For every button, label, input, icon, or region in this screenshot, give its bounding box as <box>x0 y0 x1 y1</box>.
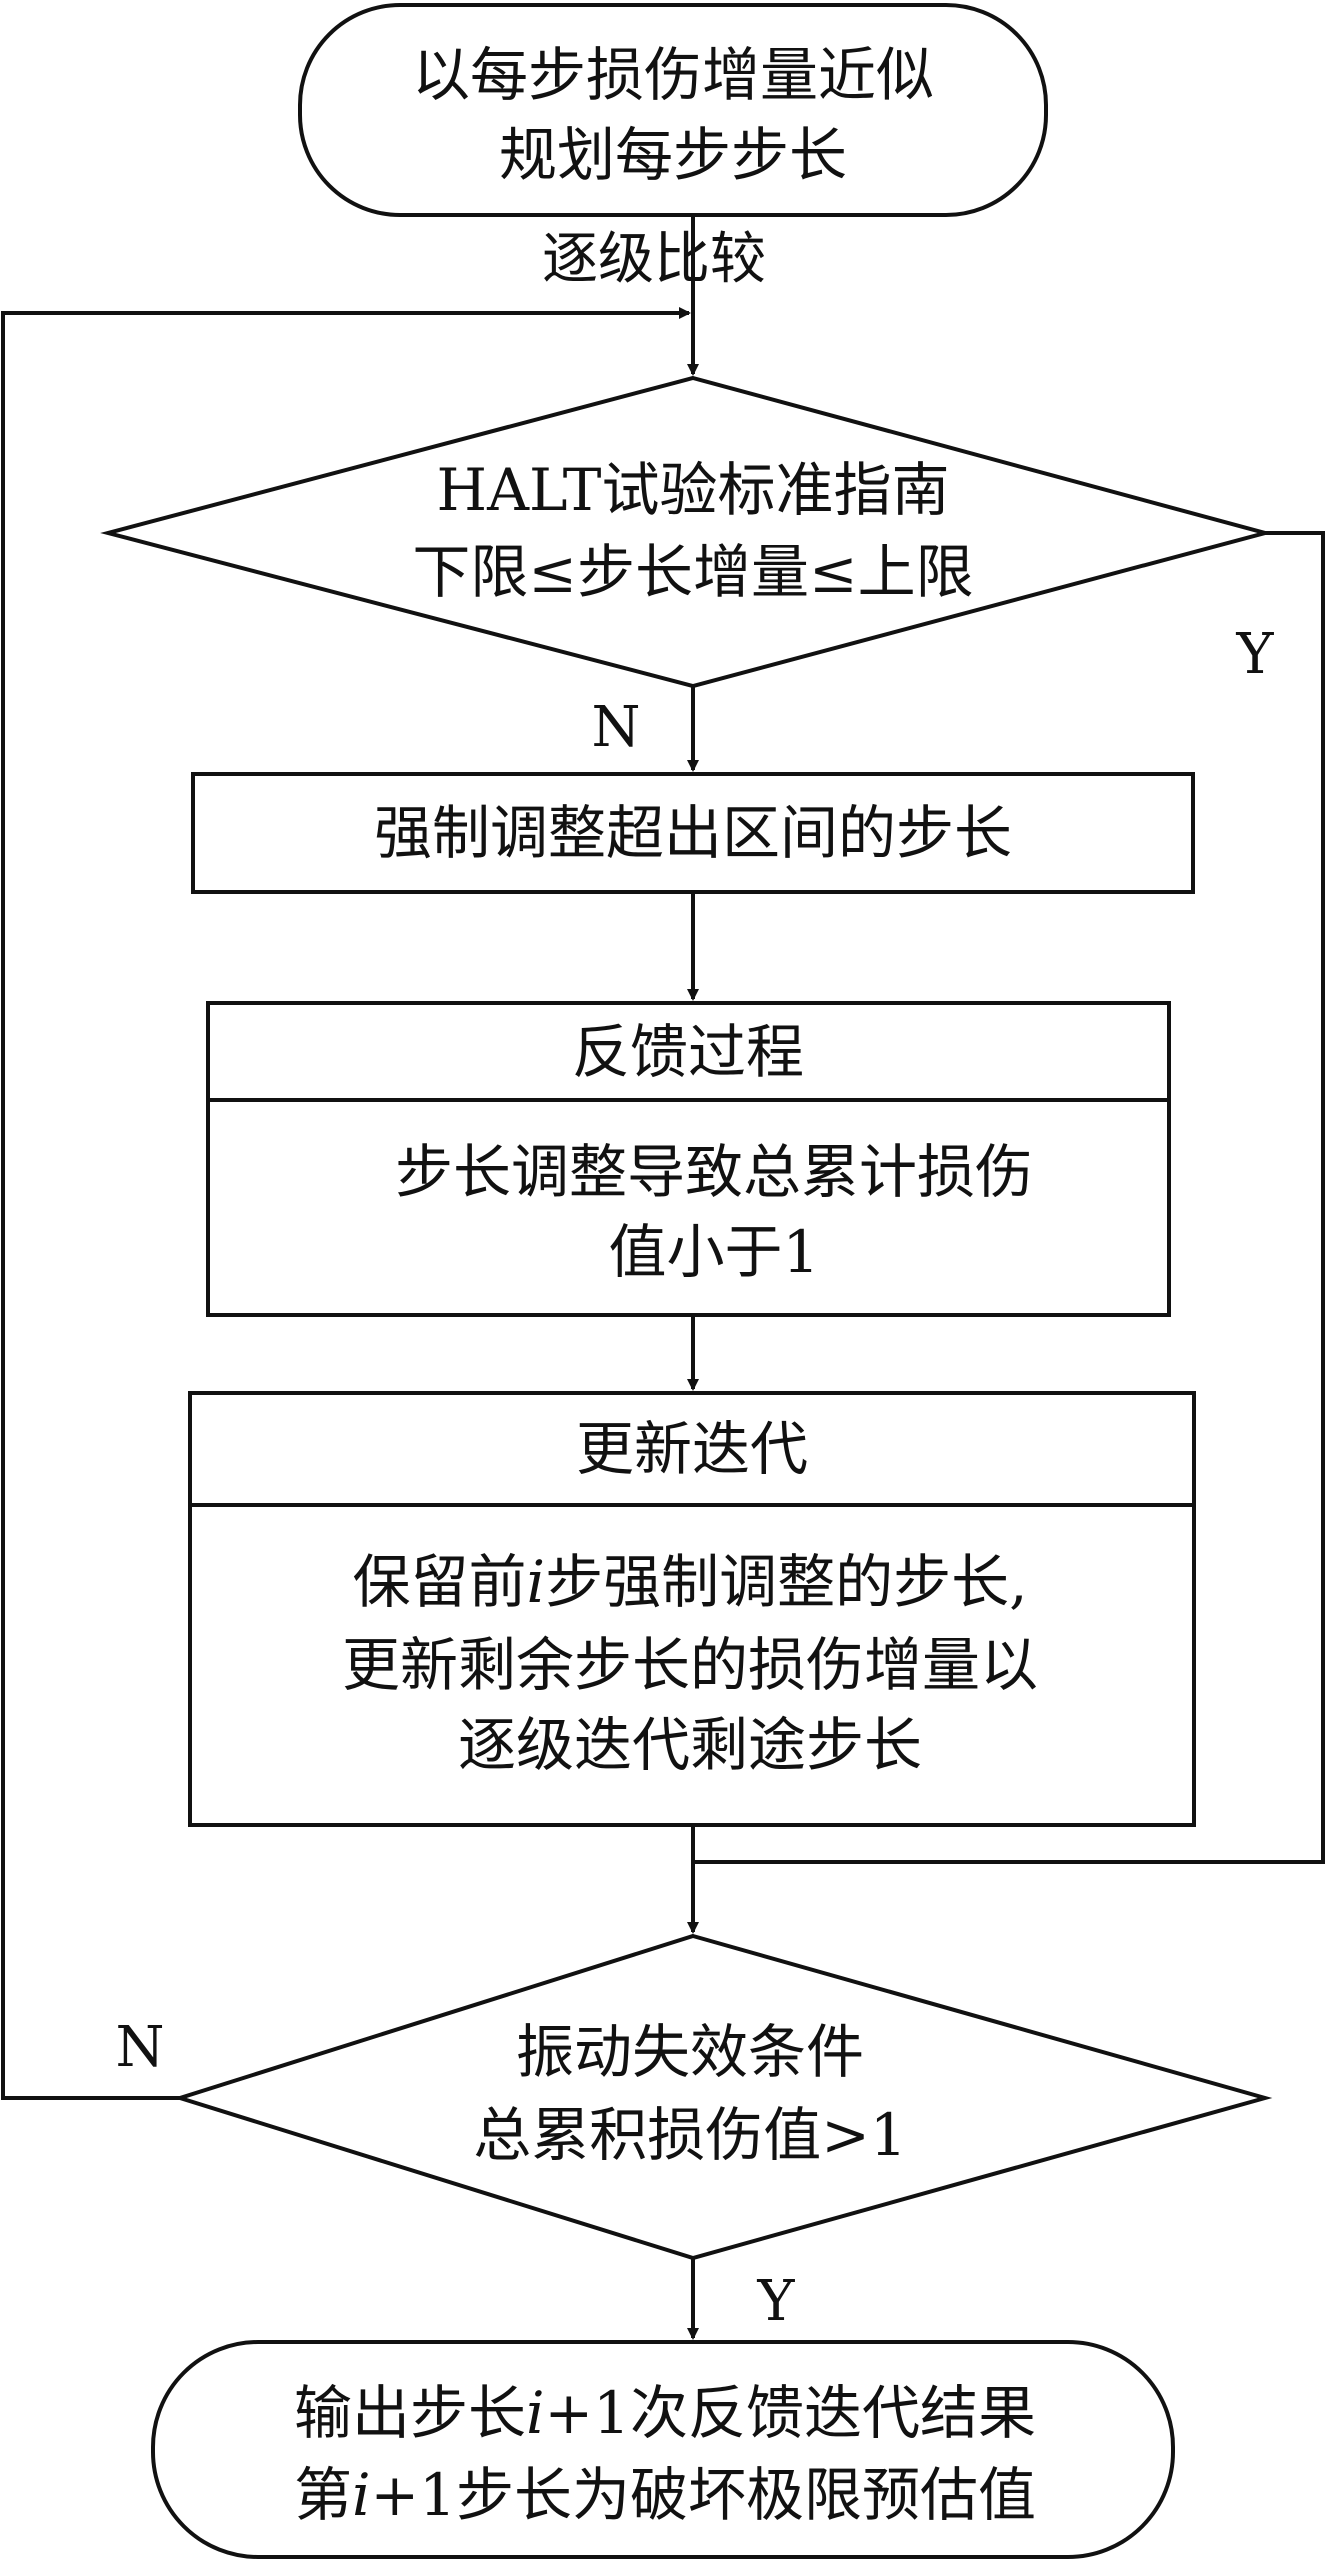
start-node-line2: 规划每步步长 <box>498 121 848 189</box>
connector-decision2-no-loop <box>1 307 691 2100</box>
decision2-line2: 总累积损伤值>1 <box>473 2101 907 2169</box>
update-header: 更新迭代 <box>575 1415 809 1483</box>
end-node-line2: 第i+1步长为破坏极限预估值 <box>293 2461 1037 2529</box>
end-terminator <box>151 2340 1175 2559</box>
feedback-line2: 值小于1 <box>608 1218 820 1286</box>
decision2-no-label: N <box>115 2015 165 2080</box>
decision-failure-diamond <box>173 1933 1273 2261</box>
decision2-yes-label: Y <box>757 2269 795 2334</box>
decision1-yes-label: Y <box>1236 622 1274 687</box>
start-terminator <box>298 3 1048 217</box>
start-node-line1: 以每步损伤增量近似 <box>411 41 935 109</box>
update-line1: 保留前i步强制调整的步长, <box>352 1548 1028 1616</box>
decision-halt-diamond <box>100 375 1273 689</box>
edge-label-stepwise-compare: 逐级比较 <box>542 227 766 292</box>
decision2-line1: 振动失效条件 <box>515 2018 865 2086</box>
decision1-no-label: N <box>591 695 641 760</box>
decision1-line1: HALT试验标准指南 <box>436 456 950 524</box>
feedback-header: 反馈过程 <box>571 1018 805 1086</box>
connector-decision1-yes-branch <box>693 531 1325 1864</box>
feedback-line1: 步长调整导致总累计损伤 <box>394 1138 1034 1206</box>
update-line2: 更新剩余步长的损伤增量以 <box>341 1631 1039 1699</box>
update-line3: 逐级迭代剩途步长 <box>457 1711 923 1779</box>
end-node-line1: 输出步长i+1次反馈迭代结果 <box>293 2379 1037 2447</box>
process1-text: 强制调整超出区间的步长 <box>373 799 1013 867</box>
decision1-line2: 下限≤步长增量≤上限 <box>412 538 974 606</box>
feedback-box <box>206 1001 1171 1317</box>
